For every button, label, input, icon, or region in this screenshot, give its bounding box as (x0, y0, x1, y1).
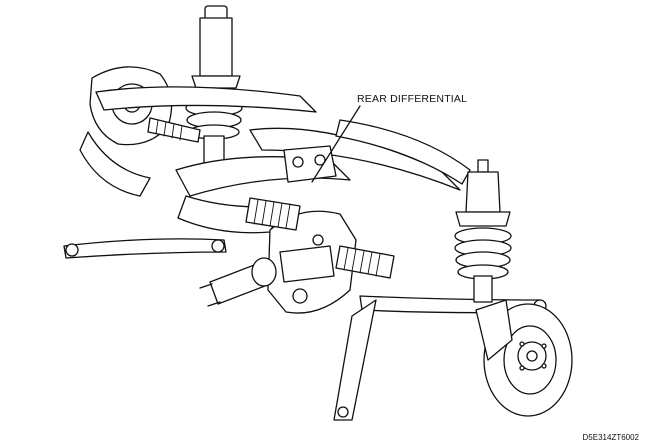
right-upper-arm (335, 119, 471, 185)
left-drive-shaft (147, 117, 201, 143)
right-knuckle (475, 299, 513, 361)
left-shock-absorber (191, 5, 241, 89)
right-shock-absorber (455, 159, 511, 227)
left-cv-boot (245, 197, 301, 231)
rear-differential-label: REAR DIFFERENTIAL (357, 93, 468, 105)
propeller-shaft (199, 257, 277, 307)
right-cv-boot (335, 245, 395, 279)
document-id: D5E314ZT6002 (582, 433, 639, 442)
trailing-link (333, 299, 377, 421)
rear-differential-housing (267, 210, 357, 314)
left-lower-arm (63, 238, 227, 259)
callout-leader-line (311, 105, 361, 183)
differential-mount (283, 145, 337, 183)
right-wheel-hub (517, 341, 547, 371)
right-coil-spring (454, 227, 512, 303)
